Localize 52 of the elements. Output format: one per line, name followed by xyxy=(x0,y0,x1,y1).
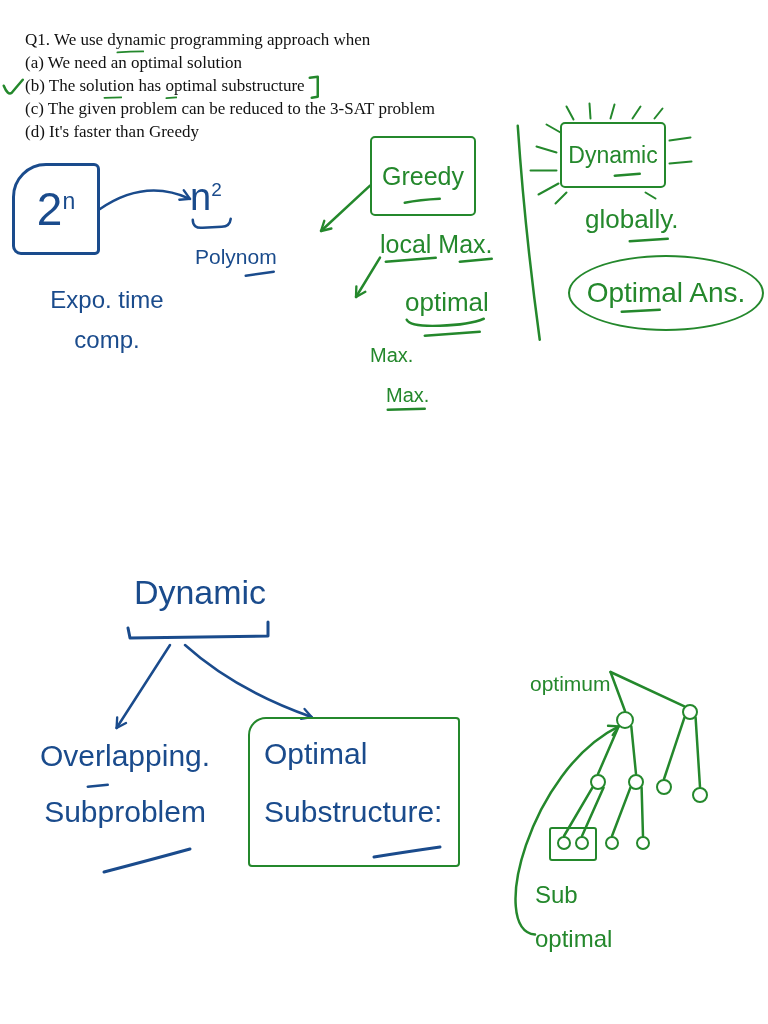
tree-node-circle xyxy=(682,704,698,720)
branch-line xyxy=(640,786,645,838)
branch-line xyxy=(610,786,632,838)
handwritten-note: Sub optimal xyxy=(535,873,613,961)
tree-node-circle xyxy=(557,836,571,850)
branch-line xyxy=(694,716,702,789)
handwritten-note: Polynom xyxy=(195,244,277,270)
tree-node-circle xyxy=(628,774,644,790)
branch-line xyxy=(580,786,605,838)
handwritten-note: globally. xyxy=(585,204,679,236)
handwritten-label: Optimal Ans. xyxy=(586,276,746,310)
handwritten-note: local Max. xyxy=(380,230,493,259)
outlined-box xyxy=(248,717,460,867)
handwritten-label: 2$^{n}$ xyxy=(36,182,76,236)
tree-node-circle xyxy=(575,836,589,850)
handwritten-note: Max. xyxy=(386,383,430,407)
outlined-box xyxy=(370,136,476,216)
arrow xyxy=(183,643,313,720)
handwritten-label: Optimal Substructure: xyxy=(264,736,443,830)
branch-line xyxy=(662,716,686,781)
answer-option: (d) It's faster than Greedy xyxy=(25,123,199,142)
handwritten-note: Expo. time comp. xyxy=(49,285,165,355)
highlight-box xyxy=(549,827,597,861)
answer-option: (a) We need an optimal solution xyxy=(25,54,242,73)
question-text: Q1. We use dynamic programming approach when xyxy=(25,31,371,50)
handwritten-note: Overlapping. Subproblem xyxy=(40,728,211,840)
handwritten-note: Max. xyxy=(370,343,414,367)
arrow xyxy=(98,189,192,211)
branch-line xyxy=(609,670,627,713)
tree-node-circle xyxy=(616,711,634,729)
outlined-box xyxy=(560,122,666,188)
arrow xyxy=(319,184,372,233)
branch-line xyxy=(630,725,638,776)
branch-line xyxy=(562,786,594,838)
handwritten-heading: Dynamic xyxy=(132,573,268,613)
arrow xyxy=(115,643,172,730)
arrow xyxy=(354,256,382,299)
handwritten-label: Greedy xyxy=(382,161,464,191)
handwritten-note: optimum xyxy=(530,672,611,696)
math-expression: n$^{2}$ xyxy=(190,178,222,216)
answer-option: (c) The given problem can be reduced to the 3-SAT problem xyxy=(25,100,436,119)
tree-node-circle xyxy=(692,787,708,803)
handwritten-label: Dynamic xyxy=(568,141,658,169)
answer-option: (b) The solution has optimal substructure xyxy=(25,77,305,96)
tree-node-circle xyxy=(656,779,672,795)
tree-node-circle xyxy=(590,774,606,790)
branch-line xyxy=(609,670,686,708)
outlined-ellipse xyxy=(568,255,764,331)
handwritten-note: optimal xyxy=(405,287,489,319)
tree-node-circle xyxy=(605,836,619,850)
tree-node-circle xyxy=(636,836,650,850)
arrow xyxy=(514,725,620,936)
